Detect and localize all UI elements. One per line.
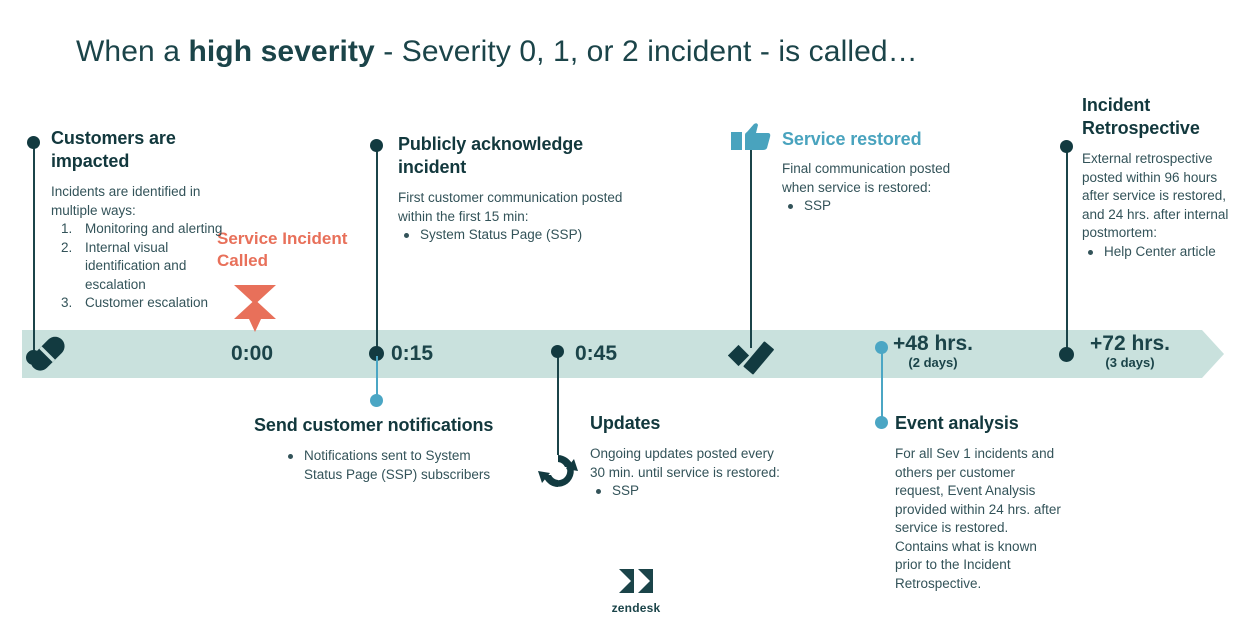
block-updates-heading: Updates (590, 413, 661, 433)
connector-acknowledge-upper (376, 150, 378, 354)
block-publicly-acknowledge-heading: Publicly acknowledge incident (398, 134, 584, 177)
connector-acknowledge-lower (376, 356, 378, 401)
block-publicly-acknowledge-intro: First customer communication posted with… (398, 190, 623, 224)
connector-service-restored (750, 150, 752, 348)
timeline-arrow-head (1202, 330, 1224, 378)
block-incident-retrospective: Incident Retrospective External retrospe… (1082, 94, 1237, 261)
hourglass-icon (234, 285, 276, 319)
connector-dot-customers-top (27, 136, 40, 149)
block-customers-impacted-intro: Incidents are identified in multiple way… (51, 184, 201, 218)
block-customers-impacted-list: Monitoring and alerting Internal visual … (51, 220, 226, 313)
tick-label-4-main: +72 hrs. (1090, 332, 1170, 355)
connector-dot-acknowledge-top (370, 139, 383, 152)
connector-customers (33, 142, 35, 358)
block-customers-impacted: Customers are impacted Incidents are ide… (51, 127, 226, 313)
block-publicly-acknowledge-list: System Status Page (SSP) (398, 226, 648, 245)
tick-label-4: +72 hrs. (3 days) (1090, 332, 1170, 370)
check-icon (727, 332, 776, 376)
connector-dot-customers-bottom (26, 350, 41, 365)
block-service-restored-heading: Service restored (782, 129, 922, 149)
tick-label-1: 0:15 (391, 342, 434, 365)
connector-dot-retrospective-top (1060, 140, 1073, 153)
connector-dot-event-analysis-top (875, 341, 888, 354)
block-service-restored-intro: Final communication posted when service … (782, 161, 951, 195)
list-item: System Status Page (SSP) (398, 226, 648, 245)
tick-label-3-main: +48 hrs. (893, 332, 973, 355)
zendesk-logo: zendesk (608, 568, 664, 615)
incident-pointer-icon (249, 319, 261, 332)
block-send-notifications: Send customer notifications Notification… (254, 414, 504, 484)
list-item: Notifications sent to System Status Page… (282, 447, 504, 484)
block-incident-retrospective-list: Help Center article (1082, 243, 1237, 262)
service-incident-called-label: Service Incident Called (217, 229, 348, 270)
block-event-analysis-intro: For all Sev 1 incidents and others per c… (895, 446, 1061, 591)
zendesk-wordmark: zendesk (611, 601, 661, 615)
block-incident-retrospective-intro: External retrospective posted within 96 … (1082, 151, 1229, 240)
block-customers-impacted-heading: Customers are impacted (51, 128, 176, 171)
connector-dot-event-analysis-bottom (875, 416, 888, 429)
connector-dot-retrospective-bottom (1059, 347, 1074, 362)
block-updates-intro: Ongoing updates posted every 30 min. unt… (590, 446, 780, 480)
block-send-notifications-list: Notifications sent to System Status Page… (254, 447, 504, 484)
tick-label-3: +48 hrs. (2 days) (893, 332, 973, 370)
title-after: - Severity 0, 1, or 2 incident - is call… (374, 35, 918, 68)
connector-dot-acknowledge-bottom (370, 394, 383, 407)
block-event-analysis: Event analysis For all Sev 1 incidents a… (895, 412, 1065, 593)
block-publicly-acknowledge: Publicly acknowledge incident First cust… (398, 133, 648, 245)
page-title: When a high severity - Severity 0, 1, or… (76, 32, 918, 72)
block-send-notifications-heading: Send customer notifications (254, 415, 494, 435)
block-event-analysis-heading: Event analysis (895, 413, 1019, 433)
tick-label-4-sub: (3 days) (1105, 355, 1155, 370)
block-updates-list: SSP (590, 482, 780, 501)
list-item: Monitoring and alerting (61, 220, 223, 238)
block-service-restored: Service restored Final communication pos… (782, 128, 982, 216)
title-before: When a (76, 35, 189, 68)
block-updates: Updates Ongoing updates posted every 30 … (590, 412, 780, 501)
zendesk-mark-icon (619, 569, 653, 593)
timeline-bar (22, 330, 1202, 378)
list-item: Customer escalation (61, 294, 209, 312)
list-item: SSP (782, 197, 982, 216)
tick-label-0: 0:00 (231, 342, 274, 365)
block-incident-retrospective-heading: Incident Retrospective (1082, 95, 1200, 138)
connector-event-analysis (881, 349, 883, 425)
title-bold: high severity (188, 35, 375, 68)
refresh-icon (538, 451, 578, 491)
connector-dot-acknowledge-mid (369, 346, 384, 361)
connector-updates (557, 355, 559, 455)
connector-dot-updates-top (551, 345, 564, 358)
list-item: SSP (590, 482, 780, 501)
block-service-restored-list: SSP (782, 197, 982, 216)
list-item: Internal visual identification and escal… (61, 239, 187, 292)
tick-label-3-sub: (2 days) (908, 355, 958, 370)
thumbs-up-icon (731, 122, 771, 160)
list-item: Help Center article (1082, 243, 1237, 262)
connector-retrospective (1066, 150, 1068, 358)
tick-label-2: 0:45 (575, 342, 618, 365)
